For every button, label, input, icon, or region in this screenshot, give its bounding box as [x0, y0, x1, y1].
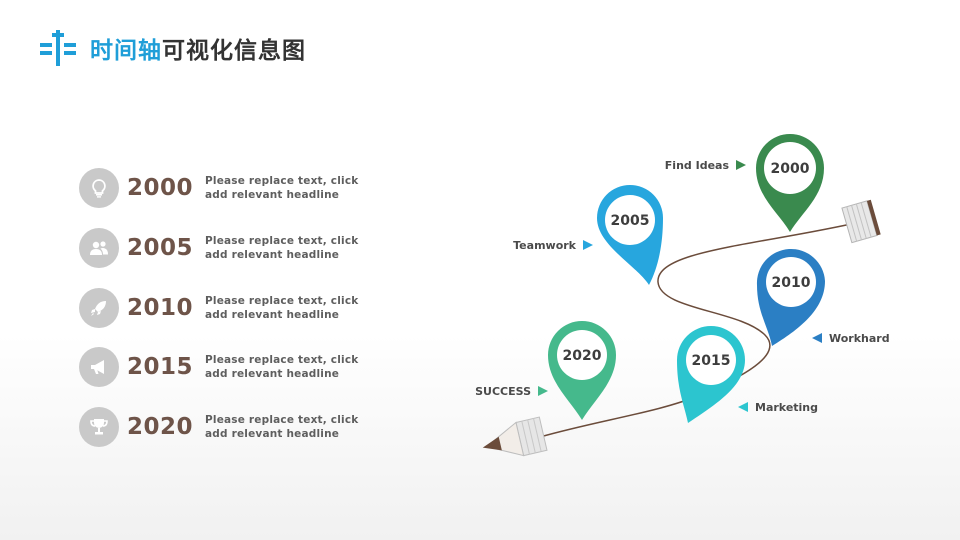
- pin-2020: 2020: [548, 321, 616, 420]
- title-rest: 可视化信息图: [162, 38, 306, 64]
- timeline-row-2015: 2015 Please replace text, click add rele…: [79, 347, 358, 387]
- pin-year: 2015: [692, 353, 731, 369]
- timeline-row-2000: 2000 Please replace text, click add rele…: [79, 168, 358, 208]
- timeline-year: 2010: [126, 295, 193, 321]
- arrow-right-icon: [736, 160, 746, 170]
- timeline-text: Please replace text, click add relevant …: [205, 354, 359, 380]
- megaphone-icon: [79, 347, 119, 387]
- arrow-right-icon: [538, 386, 548, 396]
- pin-year: 2000: [771, 161, 810, 177]
- pin-label: Marketing: [755, 401, 818, 414]
- pencil-end-icon: [841, 199, 881, 244]
- pin-year: 2020: [563, 348, 602, 364]
- trophy-icon: [79, 407, 119, 447]
- arrow-right-icon: [583, 240, 593, 250]
- pin-label-2015: Marketing: [738, 401, 818, 414]
- timeline-year: 2020: [126, 414, 193, 440]
- pin-2000: 2000: [756, 134, 824, 232]
- timeline-text: Please replace text, click add relevant …: [205, 175, 359, 201]
- arrow-left-icon: [738, 402, 748, 412]
- title-accent: 时间轴: [90, 38, 162, 64]
- timeline-year: 2005: [126, 235, 193, 261]
- timeline-logo-icon: [40, 30, 76, 66]
- timeline-row-2020: 2020 Please replace text, click add rele…: [79, 407, 358, 447]
- pin-label: Workhard: [829, 332, 890, 345]
- pencil-tip-icon: [482, 416, 548, 457]
- pin-label: Teamwork: [513, 239, 577, 252]
- users-icon: [79, 228, 119, 268]
- pin-2015: 2015: [677, 326, 745, 423]
- timeline-row-2005: 2005 Please replace text, click add rele…: [79, 228, 358, 268]
- rocket-icon: [79, 288, 119, 328]
- pin-year: 2010: [772, 275, 811, 291]
- arrow-left-icon: [812, 333, 822, 343]
- timeline-text: Please replace text, click add relevant …: [205, 235, 359, 261]
- timeline-row-2010: 2010 Please replace text, click add rele…: [79, 288, 358, 328]
- timeline-year: 2015: [126, 354, 193, 380]
- pin-label-2020: SUCCESS: [475, 385, 548, 398]
- pin-label-2005: Teamwork: [513, 239, 593, 252]
- header: 时间轴可视化信息图: [38, 30, 306, 66]
- pin-label: SUCCESS: [475, 385, 531, 398]
- page-title: 时间轴可视化信息图: [90, 31, 306, 65]
- pin-2005: 2005: [597, 185, 663, 285]
- lightbulb-icon: [79, 168, 119, 208]
- timeline-text: Please replace text, click add relevant …: [205, 295, 359, 321]
- pin-label-2000: Find Ideas: [665, 159, 746, 172]
- timeline-path: [539, 221, 861, 438]
- timeline-text: Please replace text, click add relevant …: [205, 414, 359, 440]
- pin-2010: 2010: [756, 248, 825, 346]
- timeline-year: 2000: [126, 175, 193, 201]
- pin-label-2010: Workhard: [812, 332, 890, 345]
- pin-label: Find Ideas: [665, 159, 730, 172]
- pin-year: 2005: [611, 213, 650, 229]
